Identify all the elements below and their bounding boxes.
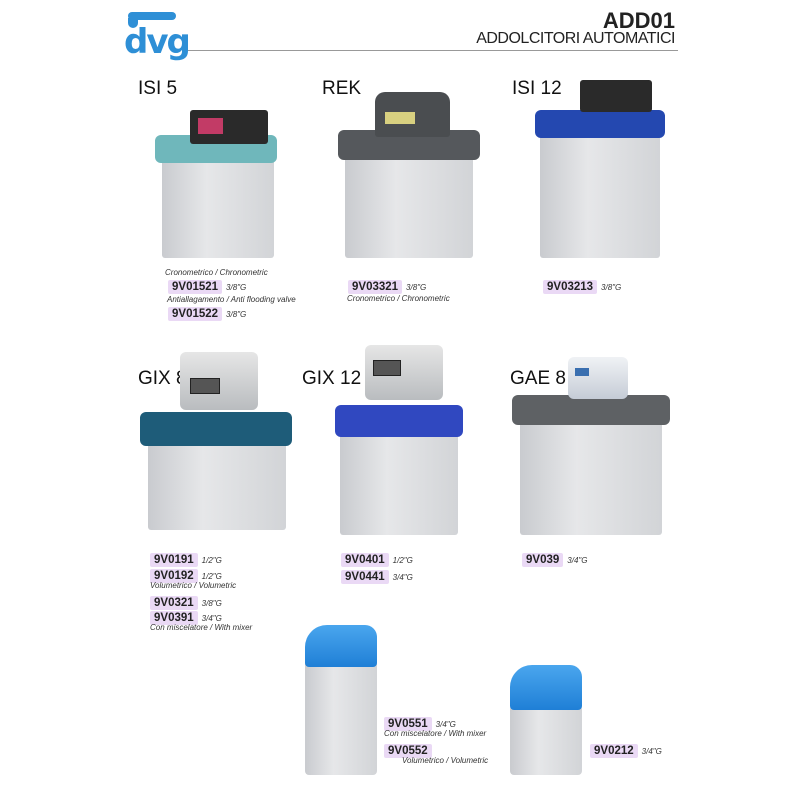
faucet-icon: [128, 12, 176, 20]
header-rule: [188, 50, 678, 51]
product-code: 9V01522: [168, 307, 223, 321]
note: Cronometrico / Chronometric: [165, 268, 268, 277]
note: Con miscelatore / With mixer: [150, 623, 253, 632]
thread-size: 3/8"G: [201, 599, 222, 608]
product-code: 9V0552: [384, 744, 432, 758]
note: Con miscelatore / With mixer: [384, 729, 487, 738]
product-code: 9V039: [522, 553, 564, 567]
thread-size: 1/2"G: [201, 572, 222, 581]
thread-size: 3/4"G: [435, 720, 456, 729]
note: Volumetrico / Volumetric: [150, 581, 237, 590]
product-title-rek: REK: [322, 78, 362, 99]
product-code: 9V0321: [150, 596, 198, 610]
product-code: 9V03321: [348, 280, 403, 294]
thread-size: 3/8"G: [406, 283, 427, 292]
product-code: 9V01521: [168, 280, 223, 294]
thread-size: 1/2"G: [201, 556, 222, 565]
thread-size: 3/8"G: [226, 283, 247, 292]
product-title-isi12: ISI 12: [512, 78, 562, 99]
product-title-gix8: GIX 8: [138, 368, 187, 389]
product-code: 9V0191: [150, 553, 198, 567]
product-code: 9V0551: [384, 717, 432, 731]
product-title-isi5: ISI 5: [138, 78, 178, 99]
thread-size: 3/4"G: [567, 556, 588, 565]
product-code: 9V0391: [150, 611, 198, 625]
product-code: 9V0192: [150, 569, 198, 583]
note: Volumetrico / Volumetric: [402, 756, 489, 765]
page-title: ADDOLCITORI AUTOMATICI: [476, 30, 675, 47]
thread-size: 1/2"G: [392, 556, 413, 565]
dvg-logo: dvg: [124, 8, 191, 62]
thread-size: 3/4"G: [392, 573, 413, 582]
thread-size: 3/8"G: [601, 283, 622, 292]
product-code: 9V0441: [341, 570, 389, 584]
note: Antiallagamento / Anti flooding valve: [167, 295, 296, 304]
note: Cronometrico / Chronometric: [347, 294, 450, 303]
catalog-code: ADD01: [602, 8, 675, 33]
thread-size: 3/8"G: [226, 310, 247, 319]
product-code: 9V0212: [590, 744, 638, 758]
product-title-gae8: GAE 8: [510, 368, 566, 389]
thread-size: 3/4"G: [641, 747, 662, 756]
product-code: 9V0401: [341, 553, 389, 567]
product-title-gix12: GIX 12: [302, 368, 362, 389]
product-code: 9V03213: [543, 280, 598, 294]
thread-size: 3/4"G: [201, 614, 222, 623]
